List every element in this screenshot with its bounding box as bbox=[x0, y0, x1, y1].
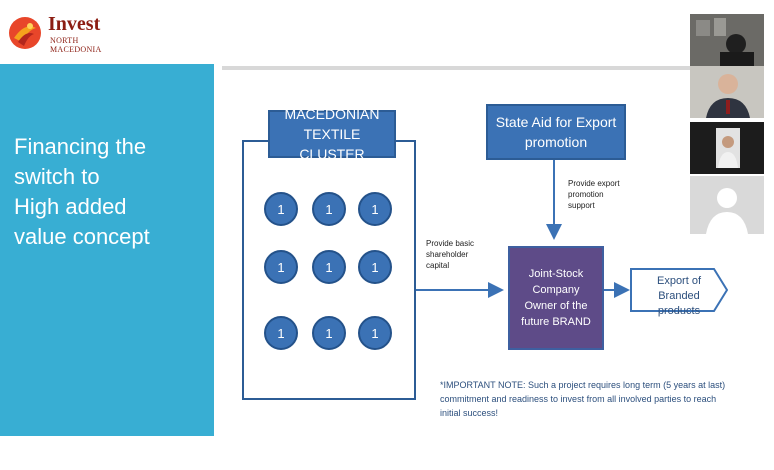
joint-stock-company-box: Joint-Stock Company Owner of the future … bbox=[508, 246, 604, 350]
brand-name: Invest bbox=[48, 13, 101, 35]
participant-video-1-icon bbox=[690, 14, 764, 66]
cluster-member-circle: 1 bbox=[312, 316, 346, 350]
diagram-arrows bbox=[414, 156, 630, 298]
slide-header bbox=[0, 0, 774, 64]
state-aid-box: State Aid for Export promotion bbox=[486, 104, 626, 160]
participant-video-2-icon bbox=[690, 66, 764, 118]
cluster-member-circle: 1 bbox=[264, 250, 298, 284]
cluster-member-circle: 1 bbox=[358, 192, 392, 226]
important-note: *IMPORTANT NOTE: Such a project requires… bbox=[440, 380, 726, 418]
participant-video-3[interactable] bbox=[690, 122, 764, 174]
participant-video-1[interactable] bbox=[690, 14, 764, 66]
cluster-member-circle: 1 bbox=[358, 250, 392, 284]
shareholder-capital-label: Provide basic shareholder capital bbox=[426, 239, 475, 270]
promotion-support-label: Provide export promotion support bbox=[568, 179, 620, 210]
participant-avatar-placeholder-icon bbox=[690, 176, 764, 234]
cluster-title-box: MACEDONIAN TEXTILE CLUSTER bbox=[268, 106, 396, 162]
cluster-member-circle: 1 bbox=[358, 316, 392, 350]
cluster-member-circle: 1 bbox=[312, 250, 346, 284]
invest-logo-icon bbox=[9, 17, 41, 49]
participant-video-2[interactable] bbox=[690, 66, 764, 118]
slide-footer bbox=[0, 436, 774, 470]
export-label: Export of Branded products bbox=[656, 275, 702, 317]
cluster-member-circle: 1 bbox=[264, 192, 298, 226]
export-arrow-shape bbox=[630, 268, 728, 312]
cluster-member-circle: 1 bbox=[312, 192, 346, 226]
brand-subtitle: NORTH MACEDONIA bbox=[50, 36, 102, 54]
cluster-member-circle: 1 bbox=[264, 316, 298, 350]
left-title-panel bbox=[0, 64, 214, 436]
participant-video-3-icon bbox=[690, 122, 764, 174]
participant-avatar-placeholder[interactable] bbox=[690, 176, 764, 234]
slide-title: Financing the switch to High added value… bbox=[14, 134, 150, 249]
cluster-members-grid: 1 1 1 1 1 1 1 1 1 bbox=[264, 192, 396, 360]
